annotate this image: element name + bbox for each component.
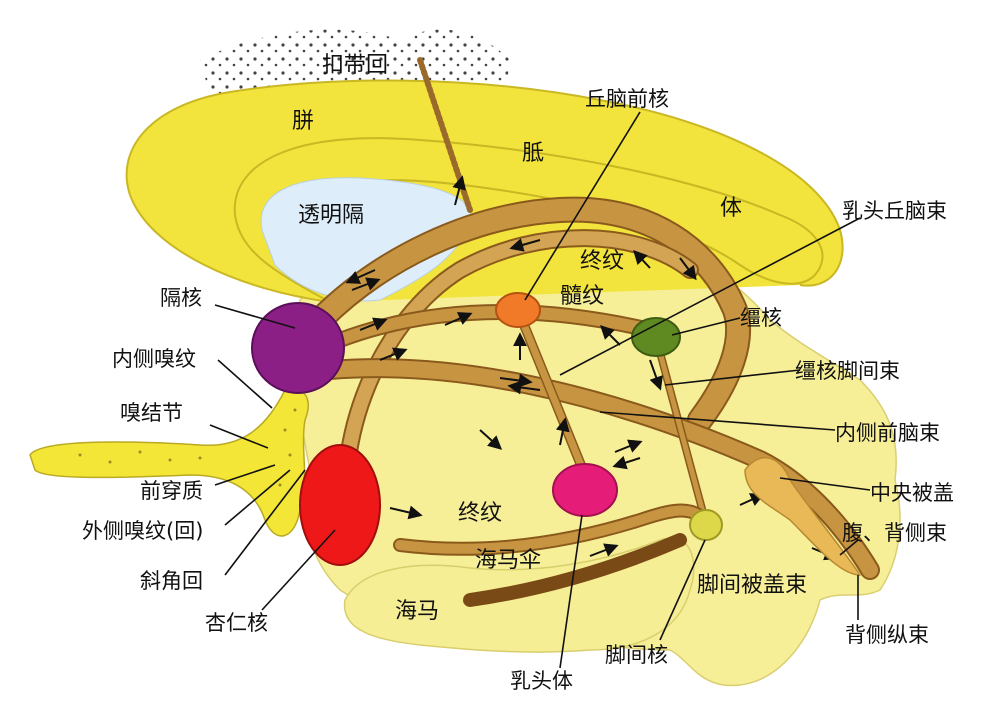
- label-dorsal-longitudinal-fasciculus: 背侧纵束: [845, 623, 929, 647]
- label-septum-pellucidum: 透明隔: [298, 203, 364, 228]
- label-fimbria: 海马伞: [475, 548, 541, 573]
- corpus-callosum-shape: [125, 79, 844, 304]
- label-cingulate-gyrus: 扣带回: [322, 53, 388, 78]
- label-ventral-dorsal-tracts: 腹、背侧束: [842, 521, 947, 545]
- anterior-thalamic-nucleus-shape: [495, 292, 541, 328]
- interpeduncular-nucleus-shape: [689, 509, 723, 541]
- label-habenular-nucleus: 缰核: [740, 306, 782, 330]
- direction-arrows: [345, 175, 839, 561]
- label-medial-olfactory-stria: 内侧嗅纹: [112, 347, 196, 371]
- hippocampal-striations: [463, 533, 687, 607]
- label-medial-forebrain-bundle: 内侧前脑束: [835, 421, 940, 445]
- label-amygdala: 杏仁核: [205, 611, 268, 635]
- diagram-labels: 扣带回 胼 胝 体 透明隔 终纹 髓纹 终纹 海马伞 海马 脚间被盖束 丘脑前核…: [82, 53, 954, 693]
- label-stria-terminalis-lower: 终纹: [458, 501, 502, 526]
- label-interpeduncular-nucleus: 脚间核: [605, 643, 668, 667]
- label-diagonal-gyrus: 斜角回: [140, 569, 203, 593]
- label-corpus-callosum-2: 胝: [522, 141, 544, 166]
- label-corpus-callosum-3: 体: [720, 196, 742, 221]
- label-septal-nuclei: 隔核: [160, 286, 202, 310]
- olfactory-stipple: [78, 408, 297, 487]
- mammillothalamic-tract-fill: [516, 311, 589, 479]
- septal-nuclei-shape: [251, 302, 345, 394]
- label-anterior-perforated-substance: 前穿质: [140, 479, 203, 503]
- label-anterior-thalamic-nucleus: 丘脑前核: [585, 87, 669, 111]
- mammillary-body-shape: [552, 463, 618, 517]
- habenulo-interpeduncular-tract-fill: [655, 342, 708, 523]
- label-mammillothalamic-tract: 乳头丘脑束: [842, 199, 947, 223]
- cingulate-stipple: [200, 29, 510, 95]
- label-olfactory-tubercle: 嗅结节: [120, 401, 183, 425]
- fimbria-tract-fill: [395, 505, 710, 554]
- leader-lines: [209, 111, 871, 669]
- olfactory-tract-shape: [29, 388, 309, 537]
- fornix-tract-fill: [309, 198, 749, 431]
- label-stria-medullaris: 髓纹: [560, 284, 604, 309]
- label-lateral-olfactory-stria: 外侧嗅纹(回): [82, 519, 203, 543]
- amygdala-shape: [299, 444, 381, 566]
- label-stria-terminalis-upper: 终纹: [580, 249, 624, 274]
- label-corpus-callosum-1: 胼: [292, 109, 314, 134]
- label-central-tegmentum: 中央被盖: [870, 481, 954, 505]
- habenular-nucleus-shape: [631, 317, 681, 357]
- central-tegmentum-shape: [744, 456, 862, 576]
- label-hippocampus: 海马: [395, 599, 439, 624]
- label-habenulo-interpeduncular-tract: 缰核脚间束: [795, 359, 900, 383]
- label-interpeduncular-tegmental-tract: 脚间被盖束: [697, 573, 807, 598]
- label-mammillary-body: 乳头体: [510, 669, 573, 693]
